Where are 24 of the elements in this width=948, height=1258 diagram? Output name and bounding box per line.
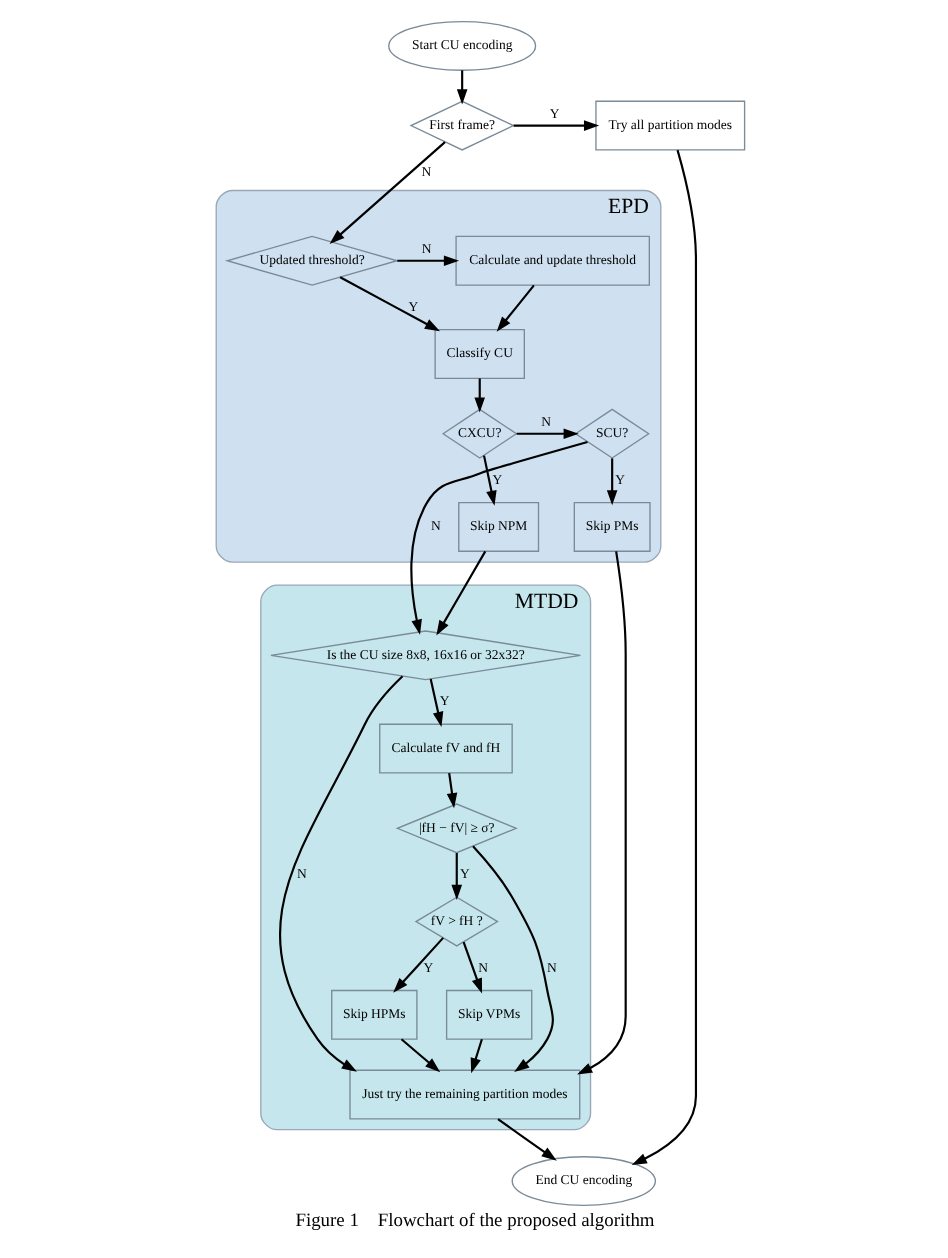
arrow xyxy=(396,255,459,267)
arrow xyxy=(428,678,443,728)
arrow xyxy=(399,1038,440,1073)
arrow xyxy=(605,458,617,506)
arrow xyxy=(445,772,457,809)
arrow xyxy=(481,455,496,506)
arrow xyxy=(515,428,578,440)
arrow xyxy=(471,845,553,1073)
arrow xyxy=(630,149,697,1165)
arrow xyxy=(392,937,443,993)
arrow xyxy=(409,441,587,635)
arrow xyxy=(328,141,445,245)
caption: Figure 1 Flowchart of the proposed algorithm xyxy=(294,1211,654,1232)
arrow xyxy=(455,70,467,105)
arrow xyxy=(496,1118,556,1161)
arrow xyxy=(450,853,462,900)
arrow xyxy=(576,551,626,1075)
arrow xyxy=(461,941,482,994)
arrow xyxy=(495,284,534,332)
arrow xyxy=(512,120,599,131)
arrow xyxy=(278,675,403,1072)
arrow xyxy=(469,1038,482,1074)
arrow xyxy=(338,276,439,332)
arrow xyxy=(473,378,485,413)
